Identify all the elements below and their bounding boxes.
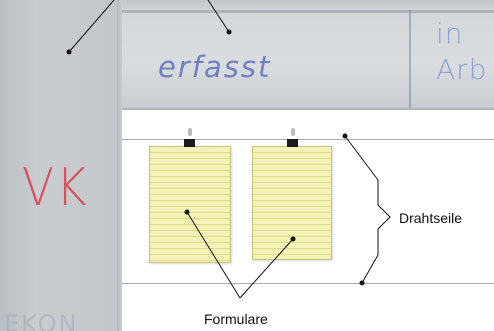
pointer-line <box>207 0 230 33</box>
wire-top <box>122 139 494 140</box>
top-rail <box>122 10 494 13</box>
wire-bottom <box>122 283 494 284</box>
bottom-left-text: EKON <box>4 310 79 331</box>
in-arbeit-line-2: Arb <box>436 53 488 86</box>
form-pin-icon <box>291 128 295 136</box>
pointer-dot <box>66 49 72 55</box>
top-header-panel <box>122 0 494 110</box>
pointer-dot <box>290 236 296 242</box>
form-clip-icon <box>184 139 195 147</box>
vk-label: VK <box>22 158 89 218</box>
left-column-panel <box>0 0 122 331</box>
pointer-dot <box>359 280 365 286</box>
drahtseile-label: Drahtseile <box>399 210 463 226</box>
pointer-bracket <box>344 135 391 284</box>
header-divider <box>409 10 411 108</box>
form-pin-icon <box>188 128 192 136</box>
form-card <box>149 146 231 263</box>
pointer-dot <box>342 133 348 139</box>
formulare-label: Formulare <box>204 311 268 327</box>
pointer-dot <box>184 209 190 215</box>
pointer-line <box>68 0 115 53</box>
left-column-edge <box>117 0 125 331</box>
erfasst-label: erfasst <box>158 50 272 84</box>
form-clip-icon <box>287 139 298 147</box>
pointer-line <box>186 211 241 299</box>
pointer-line <box>239 238 294 299</box>
pointer-dot <box>226 29 232 35</box>
in-arbeit-line-1: in <box>436 17 464 50</box>
bottom-strip <box>122 284 494 331</box>
in-arbeit-label: in Arb <box>436 16 494 88</box>
